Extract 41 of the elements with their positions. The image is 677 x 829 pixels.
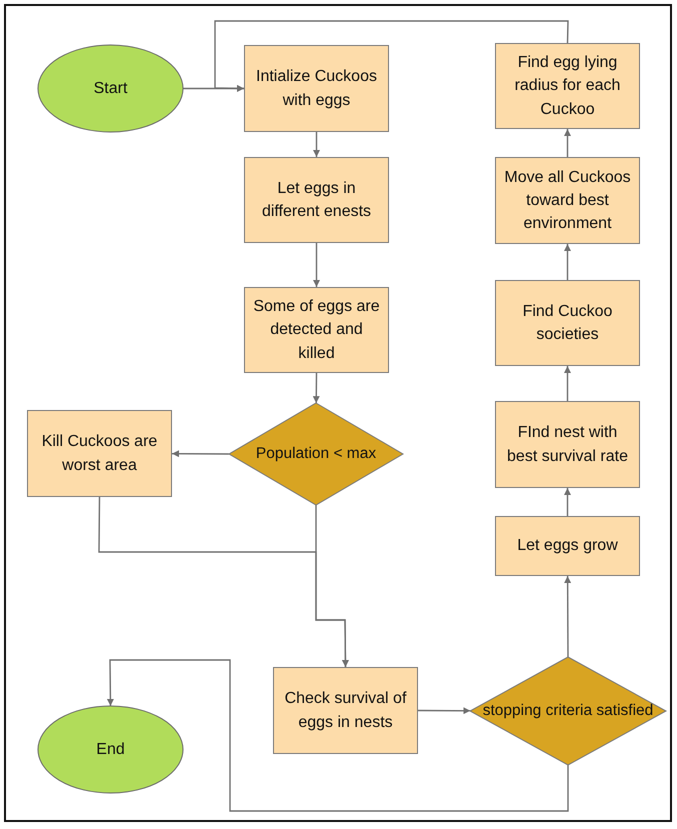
node-label: Start — [94, 78, 128, 99]
arrow — [564, 576, 572, 657]
process-box — [244, 45, 389, 132]
node-label: FInd nest with best survival rate — [506, 423, 629, 466]
arrow — [564, 129, 571, 157]
decision-diamond — [229, 403, 403, 505]
arrow — [214, 20, 569, 92]
process-box — [495, 280, 640, 366]
node-label: Find egg lying radius for each Cuckoo — [514, 53, 622, 120]
node-label: End — [96, 740, 125, 760]
node-label: Some of eggs are detected and killed — [252, 297, 381, 364]
arrow — [564, 244, 571, 280]
arrow — [172, 450, 229, 458]
process-box — [495, 157, 640, 244]
terminal-ellipse — [38, 706, 183, 793]
node-label: Let eggs grow — [517, 536, 618, 556]
node-label: stopping criteria satisfied — [482, 700, 654, 721]
node-label: Check survival of eggs in nests — [284, 689, 408, 732]
arrow — [313, 243, 320, 287]
arrow — [418, 707, 470, 714]
node-label: Move all Cuckoos toward best environment — [503, 168, 632, 234]
node-label: Let eggs in different enests — [260, 178, 372, 222]
node-label: Kill Cuckoos are worst area — [40, 432, 158, 476]
arrow — [312, 373, 320, 404]
arrow — [106, 659, 569, 812]
process-box — [244, 157, 389, 243]
process-box — [27, 410, 172, 497]
arrow — [313, 132, 320, 157]
terminal-ellipse — [38, 45, 183, 132]
decision-diamond — [470, 657, 666, 765]
process-box — [495, 401, 640, 488]
node-label: Find Cuckoo societies — [522, 302, 614, 345]
node-label: Intialize Cuckoos with eggs — [255, 67, 378, 110]
arrow — [564, 488, 571, 516]
node-label: Population < max — [256, 444, 376, 464]
process-box — [495, 43, 640, 129]
arrow — [315, 505, 349, 667]
process-box — [495, 516, 640, 576]
process-box — [273, 667, 418, 754]
arrow — [564, 366, 571, 401]
process-box — [244, 287, 389, 373]
